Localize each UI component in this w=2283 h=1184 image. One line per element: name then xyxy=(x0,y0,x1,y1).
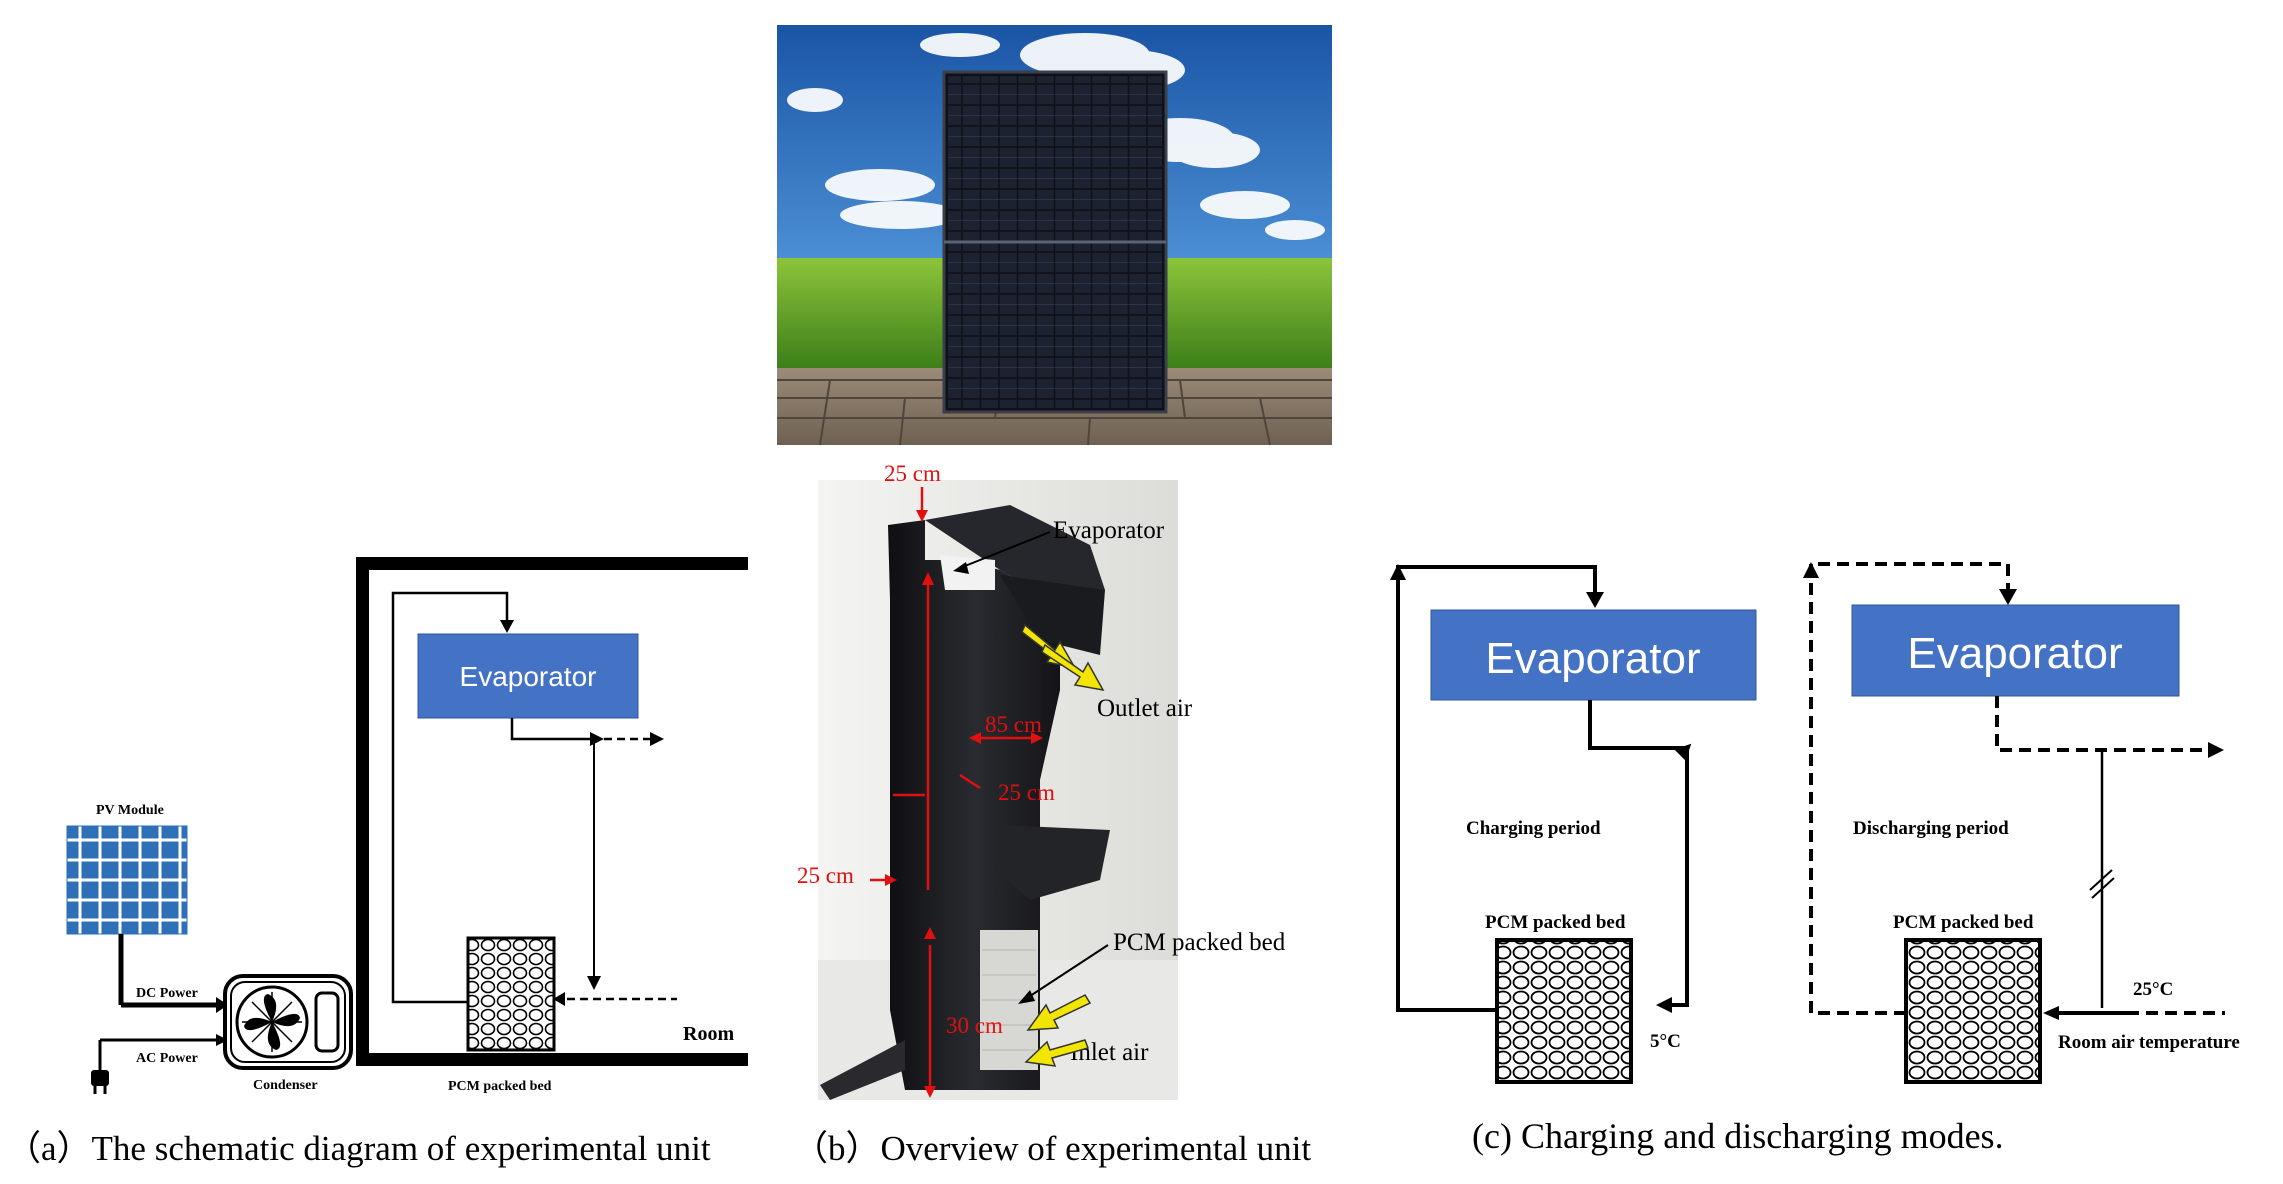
panel-a-evaporator-box xyxy=(417,633,639,719)
panel-a-caption: （a）The schematic diagram of experimental… xyxy=(6,1129,711,1168)
discharging-temp-label: 25°C xyxy=(2133,979,2173,1000)
tower-hood xyxy=(925,505,1105,605)
panel-a-schematic: PV Module DC Power AC Power xyxy=(6,557,748,1168)
discharging-pcm-label: PCM packed bed xyxy=(1893,912,2034,933)
ac-power-label: AC Power xyxy=(136,1051,198,1066)
discharging-evaporator-label: Evaporator xyxy=(1907,629,2122,678)
dim-30-label: 30 cm xyxy=(946,1013,1003,1038)
discharging-pcm-bed xyxy=(1904,938,2042,1084)
pv-module-grid xyxy=(66,825,188,935)
charging-pcm-label: PCM packed bed xyxy=(1485,912,1626,933)
dim-25-inner-label: 25 cm xyxy=(998,780,1055,805)
dc-power-label: DC Power xyxy=(136,986,198,1001)
room-walls xyxy=(356,557,748,1066)
panel-b-pcm-label: PCM packed bed xyxy=(1113,929,1286,956)
dim-top-label: 25 cm xyxy=(884,461,941,486)
plug-icon xyxy=(91,1070,109,1094)
condenser-label: Condenser xyxy=(253,1078,318,1093)
room-label: Room xyxy=(683,1023,734,1045)
panel-a-evaporator-label: Evaporator xyxy=(460,661,597,692)
discharging-evaporator-box xyxy=(1851,604,2180,697)
panel-a-pcm-bed xyxy=(466,936,556,1052)
panel-c-charging: Evaporator Charging period PCM packed be… xyxy=(1390,564,1757,1084)
panel-b-caption: （b）Overview of experimental unit xyxy=(793,1129,1311,1168)
panel-b-photo: 25 cm 85 cm 25 cm 25 cm 30 cm Evaporator… xyxy=(793,461,1311,1168)
charging-pcm-bed xyxy=(1495,938,1633,1084)
panel-a-pcm-label: PCM packed bed xyxy=(448,1079,552,1094)
condenser-unit xyxy=(223,974,353,1070)
panel-b-evaporator-label: Evaporator xyxy=(1053,517,1165,544)
inlet-air-arrows xyxy=(1024,994,1092,1067)
dim-25-left-label: 25 cm xyxy=(797,863,854,888)
dim-85-label: 85 cm xyxy=(985,712,1042,737)
room-air-temperature-label: Room air temperature xyxy=(2058,1032,2240,1053)
solar-panel-photo xyxy=(777,25,1332,446)
charging-period-label: Charging period xyxy=(1466,818,1601,839)
fan-blades-icon xyxy=(244,994,300,1050)
panel-c-discharging: Evaporator Discharging period PCM packed… xyxy=(1472,562,2240,1156)
charging-temp-label: 5°C xyxy=(1650,1031,1681,1052)
charging-evaporator-label: Evaporator xyxy=(1485,634,1700,683)
outlet-air-label: Outlet air xyxy=(1097,695,1193,722)
discharging-period-label: Discharging period xyxy=(1853,818,2009,839)
charging-evaporator-box xyxy=(1430,609,1757,701)
panel-c-caption: (c) Charging and discharging modes. xyxy=(1472,1116,2004,1156)
pv-module-label: PV Module xyxy=(96,803,164,818)
outlet-air-arrows xyxy=(1021,623,1105,692)
